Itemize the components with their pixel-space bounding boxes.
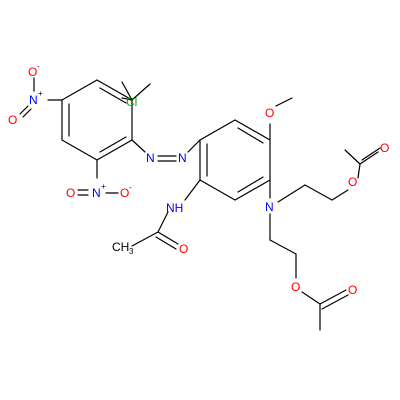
charge-minus-bottom: - bbox=[129, 183, 132, 192]
atom-o-bottom-left: O bbox=[66, 186, 75, 200]
atom-amine-n: N bbox=[265, 200, 274, 214]
atom-o-minus-bottom: O bbox=[120, 186, 129, 200]
atom-methoxy-o: O bbox=[265, 106, 274, 120]
charge-plus-top: + bbox=[38, 89, 43, 98]
atom-amide-nh: NH bbox=[166, 201, 183, 215]
atom-amide-methyl-subscript: 3 bbox=[129, 247, 134, 256]
atom-n-plus-bottom: N bbox=[92, 186, 101, 200]
atom-ester2-carbonyl-o: O bbox=[348, 283, 357, 297]
atom-o-minus-top: O bbox=[28, 65, 37, 79]
atom-ester2-o: O bbox=[291, 280, 300, 294]
atom-amide-methyl: CH bbox=[112, 240, 129, 254]
atom-ester1-o: O bbox=[348, 175, 357, 189]
atom-azo-n1: N bbox=[146, 151, 155, 165]
atom-labels: O - N + O Cl N + O O - N N O NH O CH 3 N… bbox=[8, 62, 389, 297]
atom-ester1-carbonyl-o: O bbox=[380, 141, 389, 155]
atom-chlorine: Cl bbox=[126, 95, 137, 109]
atom-amide-o: O bbox=[179, 242, 188, 256]
bond-lines-final bbox=[19, 77, 381, 331]
charge-plus-bottom: + bbox=[101, 182, 106, 191]
charge-minus-top: - bbox=[37, 62, 40, 71]
atom-n-plus-top: N bbox=[29, 93, 38, 107]
atom-azo-n2: N bbox=[178, 151, 187, 165]
atom-o-top-left: O bbox=[8, 113, 17, 127]
